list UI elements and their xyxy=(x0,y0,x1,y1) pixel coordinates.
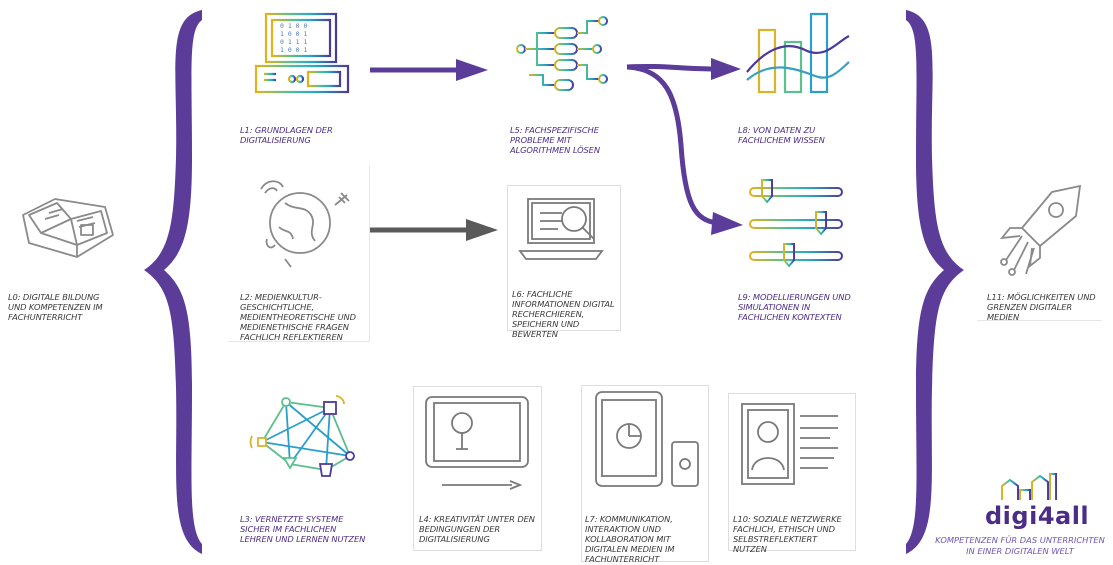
network-icon xyxy=(249,395,355,477)
l3-label: L3: VERNETZTE SYSTEME SICHER IM FACHLICH… xyxy=(240,514,366,544)
logo-buildings-icon xyxy=(1001,473,1057,500)
flowchart-icon xyxy=(516,16,608,91)
left-brace xyxy=(144,10,202,554)
svg-text:0 1 1 1: 0 1 1 1 xyxy=(280,38,307,46)
l11-label: L11: MÖGLICHKEITEN UND GRENZEN DIGITALER… xyxy=(987,292,1096,322)
l4-label: L4: KREATIVITÄT UNTER DEN BEDINGUNGEN DE… xyxy=(419,514,535,544)
sliders-icon xyxy=(749,179,843,268)
computer-binary-icon: 0 1 0 01 0 0 1 0 1 1 11 0 0 1 xyxy=(254,12,350,94)
laptop-search-icon xyxy=(518,198,604,260)
l1-label: L1: GRUNDLAGEN DER DIGITALISIERUNG xyxy=(240,125,333,145)
logo-tagline-line1: KOMPETENZEN FÜR DAS UNTERRICHTEN xyxy=(935,535,1105,545)
arrow-l1-l5 xyxy=(370,59,488,81)
l9-label: L9: MODELLIERUNGEN UND SIMULATIONEN IN F… xyxy=(738,292,851,322)
l7-label: L7: KOMMUNIKATION, INTERAKTION UND KOLLA… xyxy=(585,514,675,564)
rocket-icon xyxy=(999,184,1082,276)
l0-label: L0: DIGITALE BILDUNG UND KOMPETENZEN IM … xyxy=(8,292,103,322)
logo-tagline-line2: IN EINER DIGITALEN WELT xyxy=(966,546,1074,556)
tablet-pen-icon xyxy=(425,396,529,490)
arrow-l5-l8-l9 xyxy=(626,58,743,235)
book-circuit-icon xyxy=(22,198,114,258)
l10-label: L10: SOZIALE NETZWERKE FACHLICH, ETHISCH… xyxy=(733,514,842,554)
svg-text:1 0 0 1: 1 0 0 1 xyxy=(280,46,307,54)
right-brace xyxy=(906,10,964,554)
l11-card xyxy=(977,165,1102,321)
l5-label: L5: FACHSPEZIFISCHE PROBLEME MIT ALGORIT… xyxy=(510,125,600,155)
arrow-l2-l6 xyxy=(370,219,498,241)
globe-icon xyxy=(260,180,350,268)
profile-card-icon xyxy=(741,403,838,485)
l10-card xyxy=(728,393,856,551)
bar-chart-icon xyxy=(746,12,850,94)
l8-label: L8: VON DATEN ZU FACHLICHEM WISSEN xyxy=(738,125,825,145)
l6-label: L6: FACHLICHE INFORMATIONEN DIGITAL RECH… xyxy=(512,289,615,339)
l2-label: L2: MEDIENKULTUR-GESCHICHTLICHE, MEDIENT… xyxy=(240,292,356,342)
svg-text:1 0 0 1: 1 0 0 1 xyxy=(280,30,307,38)
devices-icon xyxy=(595,391,699,487)
logo-name: digi4all xyxy=(985,502,1090,530)
svg-text:0 1 0 0: 0 1 0 0 xyxy=(280,22,307,30)
